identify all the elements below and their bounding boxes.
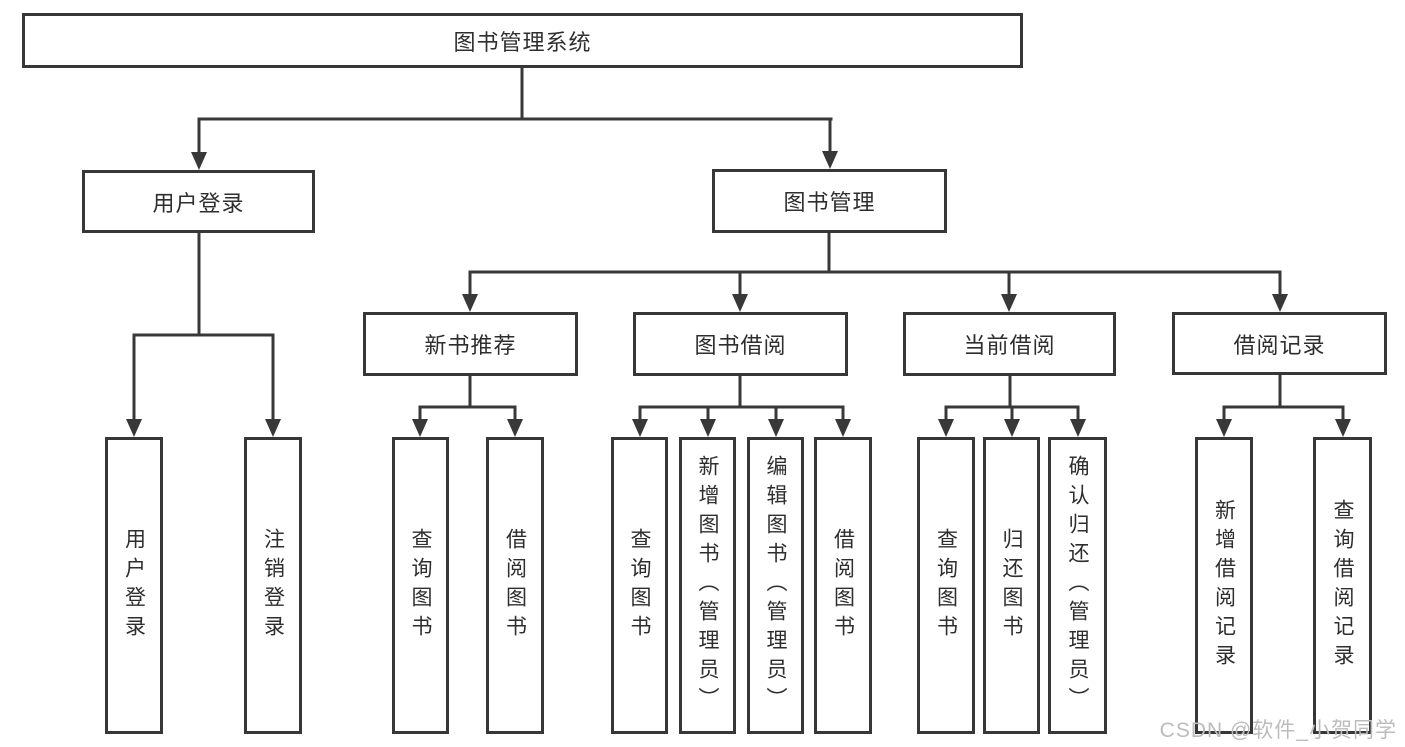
node-label: 图书管理系统 [453,29,592,55]
node-leaf-query-books-1: 查询图书 [392,437,449,734]
connector-user-login-children [126,233,281,437]
node-label: 归还图书 [1000,527,1023,644]
node-label: 借阅图书 [503,527,527,644]
node-leaf-user-login: 用户登录 [105,437,163,734]
node-leaf-add-borrow-record: 新增借阅记录 [1195,437,1253,734]
node-leaf-query-borrow-record: 查询借阅记录 [1313,437,1372,734]
connector-current-borrow-children [938,376,1086,437]
node-book-mgmt: 图书管理 [712,169,947,233]
node-label: 查询图书 [934,527,958,644]
node-leaf-borrow-books-2: 借阅图书 [814,437,872,734]
node-label: 查询借阅记录 [1331,498,1354,673]
connector-book-mgmt-children [462,233,1288,312]
node-system-root: 图书管理系统 [22,13,1023,68]
node-label: 当前借阅 [963,333,1056,358]
node-label: 图书管理 [783,190,876,215]
connector-new-books-children [412,376,523,437]
node-new-books: 新书推荐 [363,312,578,376]
node-borrow-records: 借阅记录 [1172,312,1387,375]
node-label: 图书借阅 [694,333,787,358]
connector-borrow-records-children [1216,375,1351,437]
node-leaf-add-books-admin: 新增图书（管理员） [679,437,736,734]
node-book-borrow: 图书借阅 [633,312,848,376]
node-leaf-logout: 注销登录 [244,437,302,734]
node-label: 新增图书（管理员） [696,455,719,716]
node-current-borrow: 当前借阅 [903,312,1116,376]
connector-book-borrow-children [632,376,851,437]
node-leaf-confirm-return-admin: 确认归还（管理员） [1048,437,1107,734]
node-leaf-query-books-2: 查询图书 [611,437,668,734]
node-leaf-borrow-books-1: 借阅图书 [486,437,544,734]
node-leaf-query-books-3: 查询图书 [917,437,975,734]
node-label: 确认归还（管理员） [1066,455,1089,716]
csdn-watermark: CSDN @软件_小贺同学 [1159,719,1397,742]
node-label: 用户登录 [122,527,146,644]
node-user-login: 用户登录 [82,170,315,233]
node-label: 注销登录 [261,527,285,644]
node-label: 查询图书 [409,527,432,644]
node-leaf-return-books: 归还图书 [983,437,1040,734]
node-label: 新增借阅记录 [1212,498,1236,673]
node-label: 用户登录 [152,190,245,216]
node-label: 查询图书 [628,527,651,644]
connector-root-to-level2 [191,66,838,170]
node-label: 编辑图书（管理员） [764,455,787,716]
node-label: 借阅记录 [1233,332,1326,358]
node-label: 借阅图书 [831,527,855,644]
node-leaf-edit-books-admin: 编辑图书（管理员） [747,437,804,734]
node-label: 新书推荐 [424,333,517,358]
